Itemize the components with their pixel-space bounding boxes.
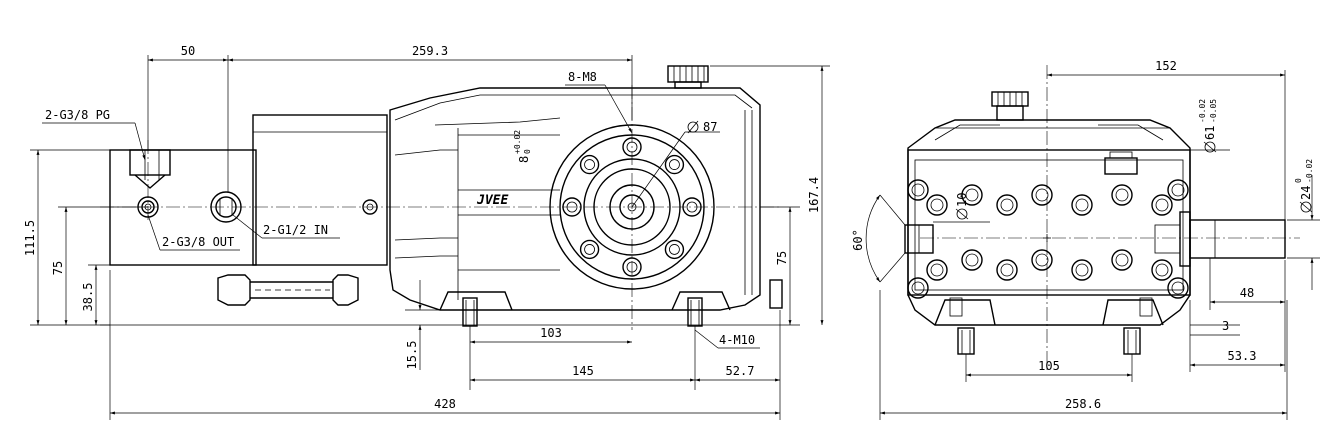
brand-logo: JVEE — [476, 193, 508, 208]
front-bolt — [996, 259, 1018, 281]
dim-75-right: 75 — [775, 251, 789, 265]
mounting-feet — [439, 279, 783, 327]
dim-258-6: 258.6 — [1065, 397, 1101, 411]
dim-8-tol-upper: +0.02 — [513, 130, 522, 154]
dim-4-m10: 4-M10 — [719, 333, 755, 347]
dim-61-tol-lower: -0.05 — [1209, 99, 1218, 123]
front-bolt — [961, 184, 983, 206]
crankcase-body: JVEE — [389, 87, 761, 311]
dim-8: 8 — [517, 156, 531, 163]
dim-167-4: 167.4 — [807, 177, 821, 213]
front-feet — [934, 297, 1164, 355]
side-view: JVEE — [23, 44, 830, 420]
flange-bolt — [579, 154, 600, 175]
oil-cap — [667, 65, 709, 89]
front-bolt — [996, 194, 1018, 216]
dim-48: 48 — [1240, 286, 1254, 300]
dim-105: 105 — [1038, 359, 1060, 373]
label-out-port: 2-G3/8 OUT — [162, 235, 234, 249]
dim-38-5: 38.5 — [81, 283, 95, 312]
flange-bolt — [579, 239, 600, 260]
dim-103: 103 — [540, 326, 562, 340]
dim-259-3: 259.3 — [412, 44, 448, 58]
front-bolt — [907, 277, 929, 299]
front-bolt — [926, 259, 948, 281]
dim-24-tol-lower: -0.02 — [1305, 159, 1314, 183]
front-bolt — [1031, 184, 1053, 206]
front-bolt — [1151, 259, 1173, 281]
dim-dia-87: 87 — [703, 120, 717, 134]
inlet-block — [252, 114, 388, 266]
front-oil-cap — [991, 91, 1029, 121]
dim-dia-24: 24 — [1299, 186, 1313, 200]
dim-60-deg: 60° — [851, 229, 865, 251]
dim-53-3: 53.3 — [1228, 349, 1257, 363]
dim-428: 428 — [434, 397, 456, 411]
dim-dia-61: 61 — [1203, 126, 1217, 140]
dim-50: 50 — [181, 44, 195, 58]
front-bolt — [1167, 277, 1189, 299]
label-inlet-port: 2-G1/2 IN — [263, 223, 328, 237]
bottom-pipe — [217, 274, 359, 306]
dim-145: 145 — [572, 364, 594, 378]
dim-8-tol-lower: 0 — [523, 149, 532, 154]
front-view: 152 61 -0.02 -0.05 24 0 -0.02 10 — [851, 59, 1320, 420]
front-bolt — [1031, 249, 1053, 271]
flange-bolt — [664, 239, 685, 260]
front-bolt — [1167, 179, 1189, 201]
front-bolt — [961, 249, 983, 271]
front-bolt — [1151, 194, 1173, 216]
dim-8-m8: 8-M8 — [568, 70, 597, 84]
front-bolt — [1111, 249, 1133, 271]
front-bolt — [907, 179, 929, 201]
dim-15-5: 15.5 — [405, 341, 419, 370]
dim-61-tol-upper: -0.02 — [1198, 99, 1207, 123]
dim-dia-10: 10 — [955, 193, 969, 207]
front-bolt — [1071, 194, 1093, 216]
dim-52-7: 52.7 — [726, 364, 755, 378]
dim-24-tol-upper: 0 — [1294, 178, 1303, 183]
front-bolt — [1071, 259, 1093, 281]
flange-bolt — [664, 154, 685, 175]
front-bolt — [1111, 184, 1133, 206]
dim-111-5: 111.5 — [23, 220, 37, 256]
dim-75-left: 75 — [51, 261, 65, 275]
drive-shaft — [1154, 211, 1286, 267]
front-housing — [907, 119, 1191, 326]
dim-3: 3 — [1222, 319, 1229, 333]
front-bolt — [926, 194, 948, 216]
dim-152: 152 — [1155, 59, 1177, 73]
label-pg-port: 2-G3/8 PG — [45, 108, 110, 122]
